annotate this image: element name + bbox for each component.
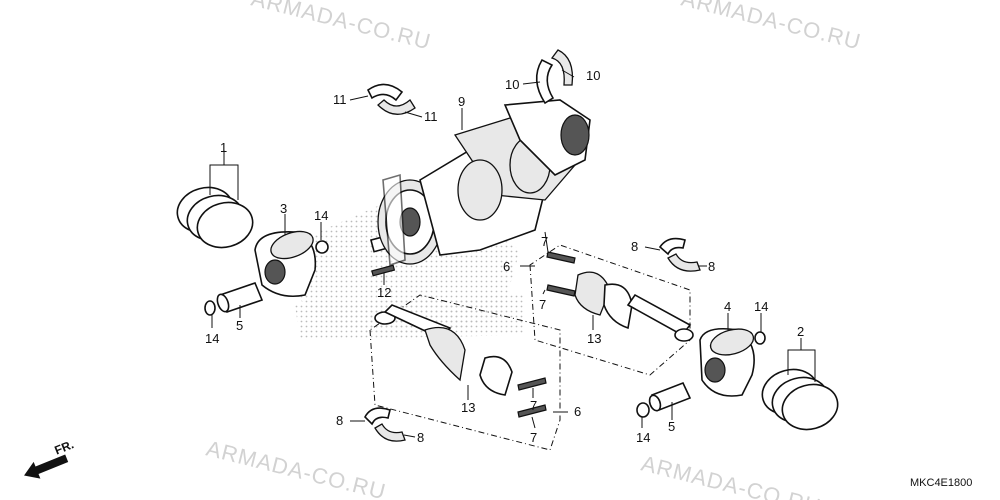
conrod-bearings-upper-8 <box>658 237 701 272</box>
watermark-top-left: ARMADA-CO.RU <box>249 0 434 54</box>
callout-12: 12 <box>377 285 391 300</box>
crank-key-12 <box>371 264 396 277</box>
circlip-right-upper <box>754 331 766 345</box>
callout-11-a: 11 <box>333 92 347 107</box>
connecting-rod-lower <box>374 304 513 396</box>
circlip-left-upper <box>315 240 329 254</box>
callout-14-c: 14 <box>754 299 768 314</box>
crankshaft <box>369 99 591 267</box>
piston-ring-set-right <box>761 368 839 431</box>
main-bearing-upper-10 <box>535 49 574 105</box>
piston-right <box>699 327 755 397</box>
callout-7-c: 7 <box>530 398 537 413</box>
callout-13-a: 13 <box>461 400 475 415</box>
circlip-left-lower <box>204 300 216 316</box>
callout-14-b: 14 <box>205 331 219 346</box>
callout-14-d: 14 <box>636 430 650 445</box>
callout-7-a: 7 <box>541 234 548 249</box>
circlip-right-lower <box>636 402 650 418</box>
conrod-kit-outline-lower <box>369 294 561 451</box>
callout-14-a: 14 <box>314 208 328 223</box>
callout-5-right: 5 <box>668 419 675 434</box>
callout-10-a: 10 <box>505 77 519 92</box>
main-bearing-lower-11 <box>366 83 416 115</box>
callout-8-d: 8 <box>417 430 424 445</box>
connecting-rod-upper <box>574 271 694 342</box>
callout-6-lower: 6 <box>574 404 581 419</box>
callout-8-a: 8 <box>631 239 638 254</box>
front-label: FR. <box>53 437 76 457</box>
callout-4: 4 <box>724 299 731 314</box>
arrow-left-icon <box>24 454 69 479</box>
conrod-bearings-lower-8 <box>364 407 406 442</box>
callout-1: 1 <box>220 140 227 155</box>
callout-10-b: 10 <box>586 68 600 83</box>
conrod-bolts <box>517 251 576 418</box>
watermark-bottom-left: ARMADA-CO.RU <box>204 436 389 500</box>
callout-9: 9 <box>458 94 465 109</box>
piston-left <box>254 230 317 298</box>
watermark-bottom-right: ARMADA-CO.RU <box>639 451 824 500</box>
piston-pin-left <box>216 281 264 314</box>
callout-3: 3 <box>280 201 287 216</box>
leader-lines <box>209 69 816 438</box>
callout-7-b: 7 <box>539 297 546 312</box>
diagram-code: MKC4E1800 <box>910 477 972 489</box>
callout-labels: 1 2 3 4 5 5 6 6 7 7 7 7 8 8 8 8 9 10 10 … <box>205 68 804 445</box>
callout-6-upper: 6 <box>503 259 510 274</box>
watermark-top-right: ARMADA-CO.RU <box>679 0 864 54</box>
piston-ring-set-left <box>176 186 254 249</box>
front-direction-arrow: FR. <box>24 437 76 479</box>
callout-5-left: 5 <box>236 318 243 333</box>
piston-pin-right <box>648 381 692 412</box>
callout-8-b: 8 <box>708 259 715 274</box>
callout-13-b: 13 <box>587 331 601 346</box>
callout-2: 2 <box>797 324 804 339</box>
callout-8-c: 8 <box>336 413 343 428</box>
callout-11-b: 11 <box>424 109 438 124</box>
callout-7-d: 7 <box>530 430 537 445</box>
